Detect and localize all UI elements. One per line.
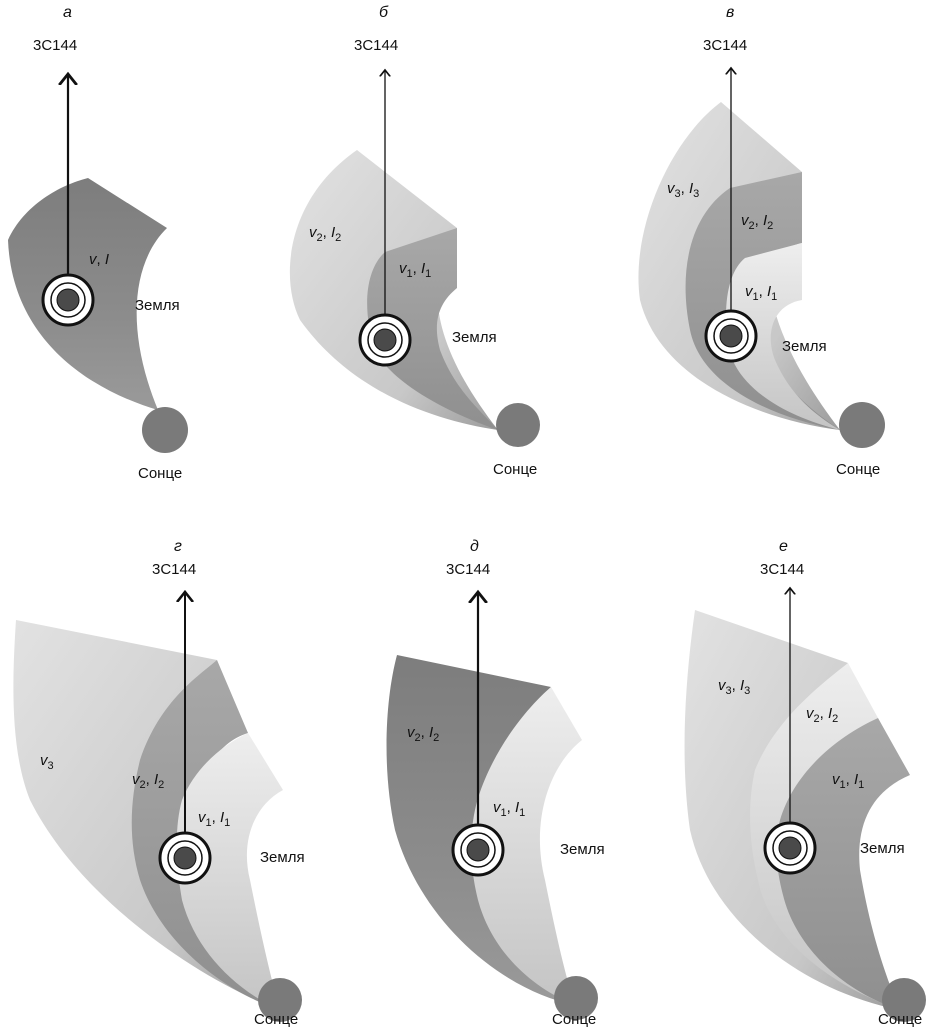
sun-label: Сонце — [878, 1011, 922, 1028]
sun-label: Сонце — [254, 1011, 298, 1028]
earth-label: Земля — [782, 338, 827, 355]
source-label: 3C144 — [446, 561, 490, 578]
panel-letter: г — [174, 538, 182, 555]
source-label: 3C144 — [760, 561, 804, 578]
earth-icon — [374, 329, 396, 351]
sun-icon — [839, 402, 885, 448]
panel-g: г 3C144 Земля Сонце v3 v2, I2 v1, I1 — [13, 538, 304, 1028]
region-label: v, I — [89, 251, 109, 268]
earth-label: Земля — [135, 297, 180, 314]
sun-label: Сонце — [836, 461, 880, 478]
source-label: 3C144 — [703, 37, 747, 54]
earth-label: Земля — [560, 841, 605, 858]
sun-label: Сонце — [552, 1011, 596, 1028]
earth-icon — [467, 839, 489, 861]
panel-letter: в — [726, 4, 734, 21]
sun-icon — [142, 407, 188, 453]
sun-icon — [496, 403, 540, 447]
earth-label: Земля — [860, 840, 905, 857]
panel-letter: е — [779, 538, 788, 555]
source-label: 3C144 — [152, 561, 196, 578]
panel-letter: а — [63, 4, 72, 21]
earth-icon — [779, 837, 801, 859]
earth-icon — [57, 289, 79, 311]
source-label: 3C144 — [33, 37, 77, 54]
panel-v: в 3C144 Земля Сонце v3, I3 v2, I2 v1, I1 — [638, 4, 885, 478]
earth-label: Земля — [452, 329, 497, 346]
panel-e: е 3C144 Земля Сонце v3, I3 v2, I2 v1, I1 — [685, 538, 926, 1028]
panel-b: б 3C144 Земля Сонце v2, I2 v1, I1 — [290, 4, 540, 478]
sun-label: Сонце — [138, 465, 182, 482]
sun-label: Сонце — [493, 461, 537, 478]
earth-label: Земля — [260, 849, 305, 866]
panel-letter: б — [379, 4, 389, 21]
panel-a: а 3C144 Земля Сонце v, I — [8, 4, 188, 482]
earth-icon — [720, 325, 742, 347]
earth-icon — [174, 847, 196, 869]
source-label: 3C144 — [354, 37, 398, 54]
panel-letter: д — [470, 538, 479, 555]
panel-d: д 3C144 Земля Сонце v2, I2 v1, I1 — [387, 538, 605, 1028]
